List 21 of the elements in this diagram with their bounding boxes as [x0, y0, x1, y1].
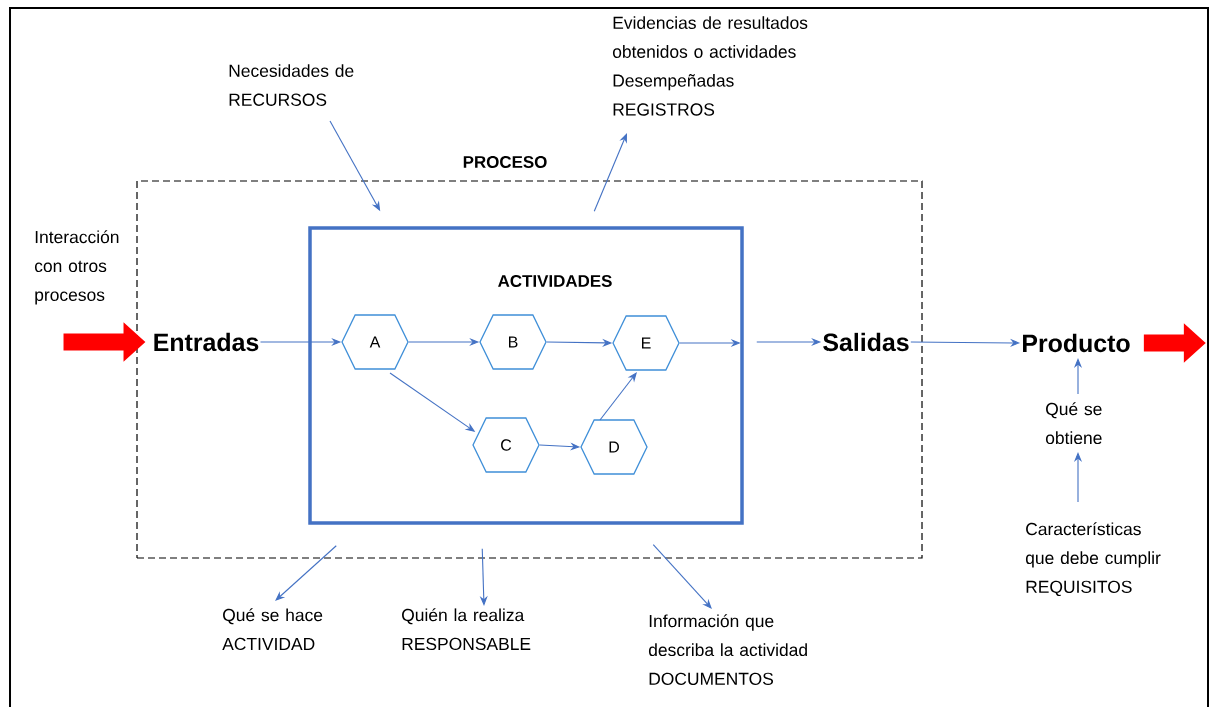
- stage-label: Producto: [1023, 333, 1130, 353]
- annotation-text: Interacción con otros procesos: [34, 230, 119, 305]
- annotation-text: Evidencias de resultados obtenidos o actividades Desempeñadas REGISTROS: [612, 16, 808, 116]
- activity-hexagon: D: [580, 419, 648, 475]
- node-label: PROCESO: [463, 156, 547, 168]
- arrow: [593, 133, 627, 212]
- annotation-text: Qué se hace ACTIVIDAD: [222, 608, 323, 651]
- stage-label: Salidas: [823, 332, 909, 352]
- stage-label: Entradas: [154, 332, 259, 352]
- annotation-text: Qué se obtiene: [1045, 402, 1102, 445]
- activity-hexagon: C: [472, 417, 540, 473]
- annotation-text: Información que describa la actividad DOCUMENTOS: [648, 614, 807, 685]
- annotation-text: Quién la realiza RESPONSABLE: [402, 608, 531, 651]
- arrow: [652, 544, 712, 609]
- annotation-text: Características que debe cumplir REQUISITOS: [1025, 522, 1161, 597]
- activity-hexagon: A: [341, 314, 409, 370]
- arrow: [275, 545, 337, 601]
- annotation-text: Necesidades de RECURSOS: [229, 64, 354, 106]
- activity-hexagon: E: [612, 315, 680, 371]
- activity-hexagon: B: [479, 314, 547, 370]
- arrow: [599, 372, 637, 421]
